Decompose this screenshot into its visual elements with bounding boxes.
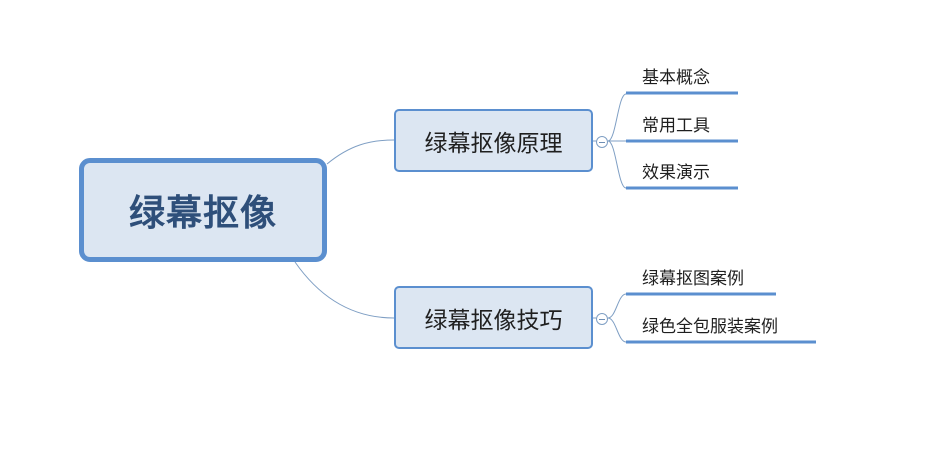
branch-1-leaf-1-connector: [607, 93, 627, 142]
branch-topic-principles[interactable]: 绿幕抠像原理: [394, 109, 593, 172]
collapse-toggle-icon[interactable]: [596, 313, 608, 325]
branch-topic-label: 绿幕抠像技巧: [424, 307, 563, 334]
branch-2-leaf-1-connector: [607, 293, 627, 319]
leaf-topic-green-suit-case[interactable]: 绿色全包服装案例: [642, 317, 778, 337]
branch-1-leaf-3-connector: [607, 140, 627, 189]
leaf-topic-effect-demo[interactable]: 效果演示: [642, 163, 710, 183]
branch-topic-label: 绿幕抠像原理: [424, 130, 563, 157]
leaf-topic-common-tools[interactable]: 常用工具: [642, 116, 710, 136]
root-to-branch-2-connector: [294, 261, 395, 319]
collapse-toggle-icon[interactable]: [596, 136, 608, 148]
branch-topic-techniques[interactable]: 绿幕抠像技巧: [394, 286, 593, 349]
leaf-topic-basic-concepts[interactable]: 基本概念: [642, 68, 710, 88]
branch-2-leaf-2-connector: [607, 317, 627, 343]
leaf-topic-green-screen-case[interactable]: 绿幕抠图案例: [642, 269, 744, 289]
root-topic-label: 绿幕抠像: [128, 193, 277, 234]
root-topic[interactable]: 绿幕抠像: [79, 158, 327, 262]
root-to-branch-1-connector: [326, 139, 395, 165]
